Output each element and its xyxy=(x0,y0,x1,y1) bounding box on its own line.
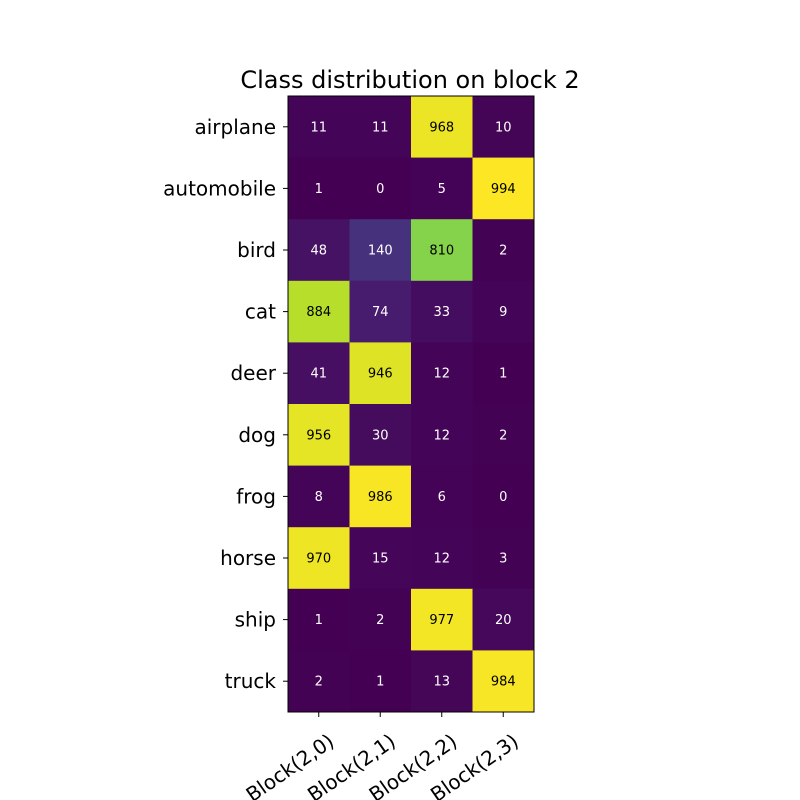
y-tick-label-bird: bird xyxy=(237,238,276,262)
heatmap-cell-ship-0 xyxy=(288,588,350,651)
heatmap-cell-value: 140 xyxy=(368,244,393,259)
heatmap-cell-value: 6 xyxy=(438,490,446,505)
heatmap-cell-automobile-2 xyxy=(411,157,473,220)
heatmap-cell-ship-2 xyxy=(411,588,473,651)
heatmap-cell-airplane-2 xyxy=(411,96,473,159)
heatmap-cell-value: 30 xyxy=(372,428,389,443)
heatmap-cell-airplane-3 xyxy=(472,96,535,159)
heatmap-cell-value: 2 xyxy=(499,428,507,443)
heatmap-cell-value: 10 xyxy=(495,120,512,135)
heatmap-cell-value: 12 xyxy=(433,428,450,443)
heatmap-cell-value: 33 xyxy=(433,305,450,320)
y-tick-label-frog: frog xyxy=(236,484,276,508)
y-tick-label-dog: dog xyxy=(238,423,276,447)
heatmap-cell-value: 2 xyxy=(315,675,323,690)
heatmap-cells xyxy=(288,96,535,713)
heatmap-cell-frog-0 xyxy=(288,465,350,528)
heatmap-cell-value: 2 xyxy=(499,244,507,259)
heatmap-cell-value: 74 xyxy=(372,305,389,320)
heatmap-cell-value: 986 xyxy=(368,490,393,505)
heatmap-cell-truck-3 xyxy=(472,650,535,713)
heatmap-cell-value: 884 xyxy=(306,305,331,320)
heatmap-cell-value: 1 xyxy=(315,182,323,197)
heatmap-cell-value: 8 xyxy=(315,490,323,505)
heatmap-cell-value: 9 xyxy=(499,305,507,320)
heatmap-cell-value: 994 xyxy=(491,182,516,197)
heatmap-cell-value: 12 xyxy=(433,367,450,382)
heatmap-cell-bird-0 xyxy=(288,219,350,282)
heatmap-cell-truck-0 xyxy=(288,650,350,713)
heatmap-cell-automobile-3 xyxy=(472,157,535,220)
heatmap-cell-value: 1 xyxy=(376,675,384,690)
heatmap-cell-dog-0 xyxy=(288,404,350,467)
heatmap-cell-deer-2 xyxy=(411,342,473,405)
heatmap-cell-bird-3 xyxy=(472,219,535,282)
heatmap-cell-bird-2 xyxy=(411,219,473,282)
x-axis-ticks: Block(2,0)Block(2,1)Block(2,2)Block(2,3) xyxy=(241,712,523,800)
heatmap-cell-frog-1 xyxy=(349,465,412,528)
heatmap-cell-automobile-0 xyxy=(288,157,350,220)
plot-frame xyxy=(287,95,535,713)
heatmap-cell-value: 13 xyxy=(433,675,450,690)
heatmap-cell-frog-3 xyxy=(472,465,535,528)
heatmap-cell-value: 2 xyxy=(376,613,384,628)
heatmap-cell-value: 41 xyxy=(310,367,327,382)
heatmap-cell-ship-1 xyxy=(349,588,412,651)
heatmap-cell-value: 946 xyxy=(368,367,393,382)
y-tick-label-cat: cat xyxy=(245,300,276,324)
heatmap-cell-bird-1 xyxy=(349,219,412,282)
y-tick-label-automobile: automobile xyxy=(163,176,276,200)
heatmap-cell-value: 48 xyxy=(310,244,327,259)
heatmap-cell-dog-2 xyxy=(411,404,473,467)
heatmap-cell-deer-3 xyxy=(472,342,535,405)
heatmap-cell-value: 11 xyxy=(372,120,389,135)
heatmap-cell-airplane-0 xyxy=(288,96,350,159)
y-axis-ticks: airplane automobile bird cat deer dog frog hors… xyxy=(163,115,288,693)
heatmap-cell-airplane-1 xyxy=(349,96,412,159)
heatmap-cell-horse-1 xyxy=(349,527,412,590)
y-tick-label-horse: horse xyxy=(220,546,276,570)
heatmap-cell-cat-2 xyxy=(411,280,473,343)
heatmap-cell-cat-3 xyxy=(472,280,535,343)
heatmap-cell-value: 12 xyxy=(433,552,450,567)
heatmap-cell-horse-2 xyxy=(411,527,473,590)
heatmap-cell-truck-1 xyxy=(349,650,412,713)
heatmap-cell-value: 15 xyxy=(372,552,389,567)
heatmap-cell-value: 956 xyxy=(306,428,331,443)
chart-title: Class distribution on block 2 xyxy=(240,66,579,94)
heatmap-cell-cat-1 xyxy=(349,280,412,343)
heatmap-cell-value: 977 xyxy=(429,613,454,628)
y-tick-label-truck: truck xyxy=(225,669,277,693)
heatmap-cell-cat-0 xyxy=(288,280,350,343)
heatmap-cell-value: 3 xyxy=(499,552,507,567)
heatmap-cell-truck-2 xyxy=(411,650,473,713)
heatmap-cell-value: 20 xyxy=(495,613,512,628)
heatmap-cell-automobile-1 xyxy=(349,157,412,220)
y-tick-label-ship: ship xyxy=(235,608,276,632)
heatmap-cell-horse-3 xyxy=(472,527,535,590)
heatmap-cell-horse-0 xyxy=(288,527,350,590)
heatmap-cell-value: 984 xyxy=(491,675,516,690)
y-tick-label-airplane: airplane xyxy=(194,115,276,139)
heatmap-cell-value: 968 xyxy=(429,120,454,135)
heatmap-cell-value: 1 xyxy=(499,367,507,382)
y-tick-label-deer: deer xyxy=(230,361,276,385)
heatmap-cell-value: 810 xyxy=(429,244,454,259)
heatmap-cell-value: 11 xyxy=(310,120,327,135)
heatmap-cell-deer-0 xyxy=(288,342,350,405)
heatmap-cell-value: 970 xyxy=(306,552,331,567)
heatmap-cell-dog-3 xyxy=(472,404,535,467)
heatmap-cell-dog-1 xyxy=(349,404,412,467)
heatmap-cell-value: 0 xyxy=(376,182,384,197)
heatmap-cell-value: 5 xyxy=(438,182,446,197)
heatmap-cell-frog-2 xyxy=(411,465,473,528)
heatmap-cell-value: 0 xyxy=(499,490,507,505)
heatmap-cell-ship-3 xyxy=(472,588,535,651)
heatmap-cell-deer-1 xyxy=(349,342,412,405)
heatmap-cell-value: 1 xyxy=(315,613,323,628)
